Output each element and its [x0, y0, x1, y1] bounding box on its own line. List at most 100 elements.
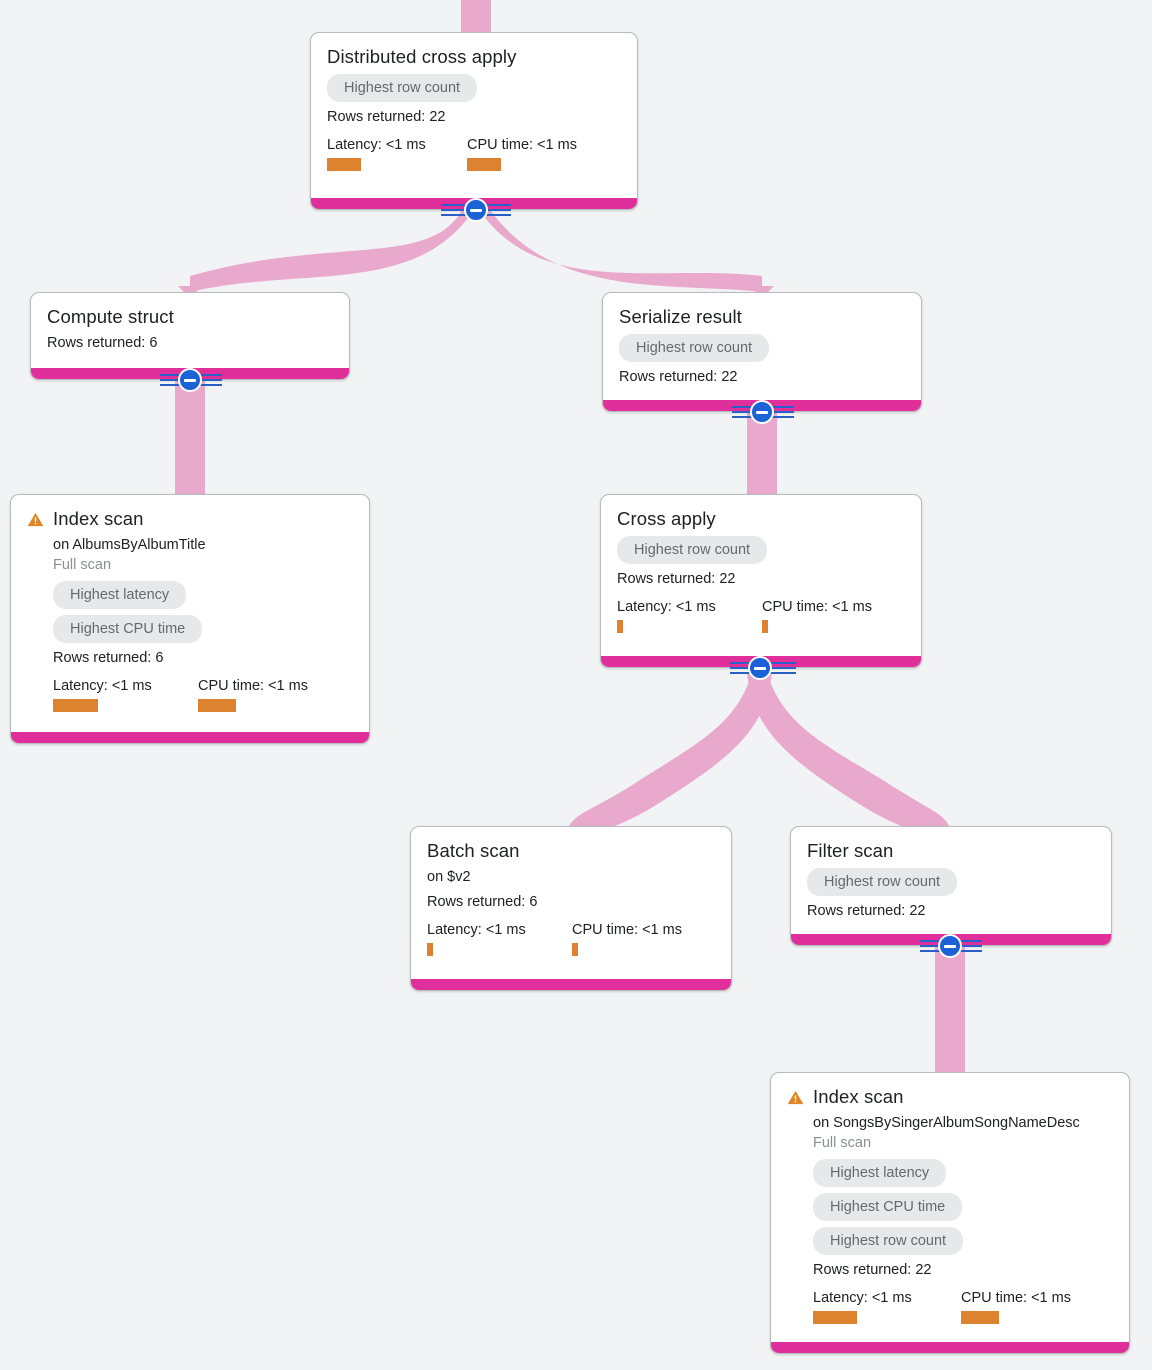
node-compute-struct[interactable]: Compute struct Rows returned: 6: [30, 292, 350, 380]
node-footer-bar: [11, 732, 369, 743]
metrics-row: Latency: <1 ms CPU time: <1 ms: [327, 136, 621, 171]
node-title: Distributed cross apply: [327, 46, 517, 67]
cpu-metric: CPU time: <1 ms: [467, 136, 577, 171]
cpu-label: CPU time: <1 ms: [961, 1290, 1071, 1306]
latency-label: Latency: <1 ms: [53, 678, 152, 694]
latency-metric: Latency: <1 ms: [813, 1289, 961, 1324]
badge-highest-row-count: Highest row count: [807, 868, 958, 896]
cpu-metric: CPU time: <1 ms: [961, 1289, 1071, 1324]
metrics-row: Latency: <1 ms CPU time: <1 ms: [427, 921, 715, 956]
badge-wrap: Highest latency: [813, 1153, 1113, 1187]
node-title: Index scan: [813, 1086, 904, 1107]
latency-metric: Latency: <1 ms: [617, 598, 762, 633]
edge-distributed-cross-apply-to-serialize-result: [482, 210, 762, 292]
cpu-bar: [572, 943, 578, 956]
node-title: Cross apply: [617, 508, 716, 529]
node-title-row: Batch scan: [427, 840, 715, 862]
latency-bar: [327, 158, 361, 171]
node-title-row: Index scan: [787, 1086, 1113, 1108]
latency-bar: [813, 1311, 857, 1324]
node-title: Index scan: [53, 508, 144, 529]
node-serialize-result[interactable]: Serialize result Highest row count Rows …: [602, 292, 922, 412]
cpu-label: CPU time: <1 ms: [762, 599, 872, 615]
latency-bar: [617, 620, 623, 633]
node-title-row: Index scan: [27, 508, 353, 530]
cpu-metric: CPU time: <1 ms: [198, 677, 308, 712]
node-title: Batch scan: [427, 840, 520, 861]
latency-label: Latency: <1 ms: [813, 1290, 912, 1306]
badge-wrap: Highest CPU time: [813, 1187, 1113, 1221]
node-title-row: Compute struct: [47, 306, 333, 328]
node-footer-bar: [411, 979, 731, 990]
index-name: on AlbumsByAlbumTitle: [53, 537, 206, 553]
edge-filter-scan-to-index-scan-songs: [935, 944, 965, 1078]
collapse-button-distributed-cross-apply[interactable]: [464, 198, 488, 222]
rows-returned: Rows returned: 6: [427, 894, 538, 910]
node-title-row: Filter scan: [807, 840, 1095, 862]
node-title-row: Distributed cross apply: [327, 46, 621, 68]
collapse-button-compute-struct[interactable]: [178, 368, 202, 392]
node-index-scan-songs[interactable]: Index scan on SongsBySingerAlbumSongName…: [770, 1072, 1130, 1354]
edge-distributed-cross-apply-to-compute-struct: [190, 210, 471, 292]
node-title: Serialize result: [619, 306, 742, 327]
node-distributed-cross-apply[interactable]: Distributed cross apply Highest row coun…: [310, 32, 638, 210]
badge-wrap: Highest row count: [813, 1221, 1113, 1255]
rows-returned: Rows returned: 22: [327, 109, 446, 125]
cpu-label: CPU time: <1 ms: [572, 922, 682, 938]
badge-highest-row-count: Highest row count: [617, 536, 768, 564]
latency-label: Latency: <1 ms: [327, 137, 426, 153]
badge-highest-latency: Highest latency: [53, 581, 187, 609]
scan-note: Full scan: [53, 557, 112, 573]
cpu-metric: CPU time: <1 ms: [762, 598, 872, 633]
metrics-row: Latency: <1 ms CPU time: <1 ms: [617, 598, 905, 633]
latency-label: Latency: <1 ms: [617, 599, 716, 615]
collapse-button-cross-apply[interactable]: [748, 656, 772, 680]
cpu-label: CPU time: <1 ms: [467, 137, 577, 153]
index-name: on $v2: [427, 869, 471, 885]
warning-icon: [27, 511, 44, 528]
node-index-scan-albums[interactable]: Index scan on AlbumsByAlbumTitle Full sc…: [10, 494, 370, 744]
cpu-bar: [467, 158, 501, 171]
badge-wrap: Highest row count: [327, 68, 621, 102]
rows-returned: Rows returned: 22: [619, 369, 738, 385]
node-cross-apply[interactable]: Cross apply Highest row count Rows retur…: [600, 494, 922, 668]
latency-metric: Latency: <1 ms: [327, 136, 467, 171]
badge-highest-cpu-time: Highest CPU time: [813, 1193, 963, 1221]
edge-cross-apply-to-batch-scan: [566, 668, 772, 842]
latency-label: Latency: <1 ms: [427, 922, 526, 938]
index-name: on SongsBySingerAlbumSongNameDesc: [813, 1115, 1080, 1131]
rows-returned: Rows returned: 22: [617, 571, 736, 587]
badge-wrap: Highest row count: [617, 530, 905, 564]
node-title: Compute struct: [47, 306, 174, 327]
badge-wrap: Highest latency: [53, 575, 353, 609]
badge-highest-row-count: Highest row count: [813, 1227, 964, 1255]
warning-icon: [787, 1089, 804, 1106]
cpu-bar: [198, 699, 236, 712]
rows-returned: Rows returned: 22: [813, 1262, 932, 1278]
edge-cross-apply-to-filter-scan: [747, 668, 952, 842]
node-title-row: Serialize result: [619, 306, 905, 328]
collapse-button-filter-scan[interactable]: [938, 934, 962, 958]
metrics-row: Latency: <1 ms CPU time: <1 ms: [53, 677, 353, 712]
rows-returned: Rows returned: 6: [53, 650, 164, 666]
latency-bar: [427, 943, 433, 956]
node-title-row: Cross apply: [617, 508, 905, 530]
badge-highest-cpu-time: Highest CPU time: [53, 615, 203, 643]
node-filter-scan[interactable]: Filter scan Highest row count Rows retur…: [790, 826, 1112, 946]
node-batch-scan[interactable]: Batch scan on $v2 Rows returned: 6 Laten…: [410, 826, 732, 991]
badge-wrap: Highest CPU time: [53, 609, 353, 643]
rows-returned: Rows returned: 6: [47, 335, 158, 351]
node-footer-bar: [771, 1342, 1129, 1353]
collapse-button-serialize-result[interactable]: [750, 400, 774, 424]
badge-highest-row-count: Highest row count: [619, 334, 770, 362]
cpu-bar: [961, 1311, 999, 1324]
node-title: Filter scan: [807, 840, 894, 861]
rows-returned: Rows returned: 22: [807, 903, 926, 919]
cpu-bar: [762, 620, 768, 633]
badge-wrap: Highest row count: [619, 328, 905, 362]
scan-note: Full scan: [813, 1135, 872, 1151]
badge-wrap: Highest row count: [807, 862, 1095, 896]
cpu-metric: CPU time: <1 ms: [572, 921, 682, 956]
latency-metric: Latency: <1 ms: [427, 921, 572, 956]
